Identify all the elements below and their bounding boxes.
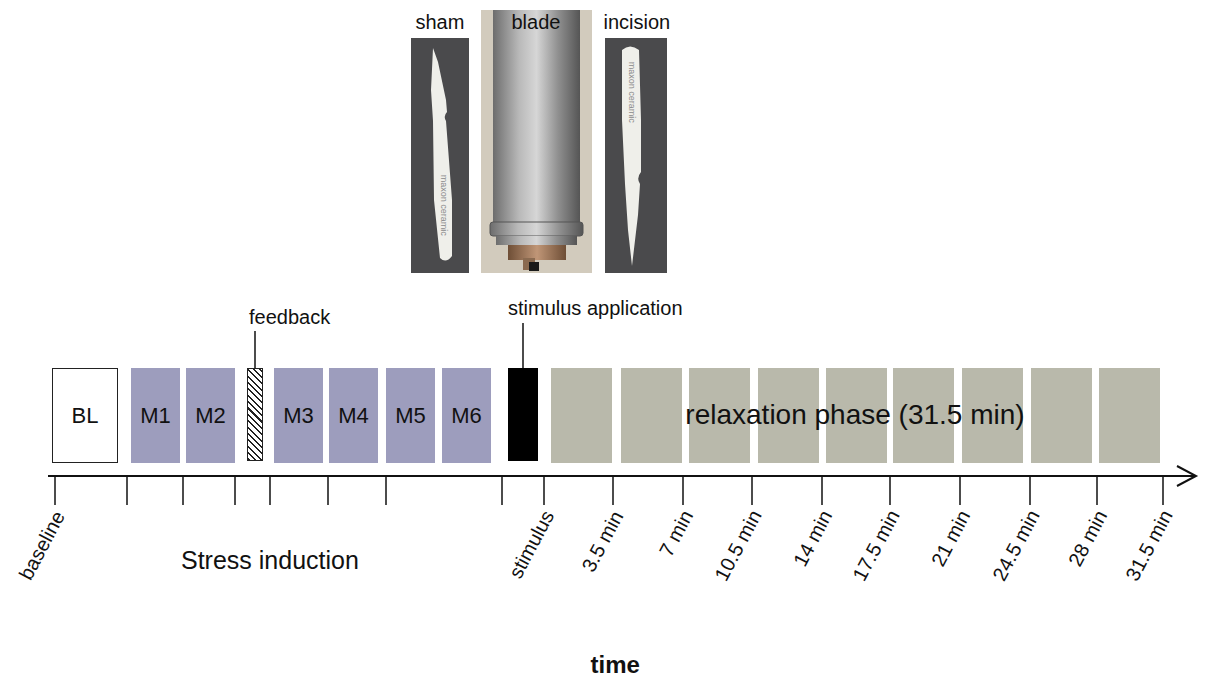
axis-tick: [959, 476, 961, 505]
axis-tick: [327, 476, 329, 505]
relaxation-block: [1031, 368, 1092, 463]
stress-block: M6: [442, 368, 491, 463]
axis-label: baseline: [15, 507, 70, 584]
axis-label: 3.5 min: [577, 507, 628, 576]
axis-label: stimulus: [505, 506, 560, 582]
phase-label: Stress induction: [181, 546, 359, 575]
box-label: M5: [395, 403, 426, 428]
sham-photo: [411, 38, 469, 273]
box-label: M4: [338, 403, 369, 428]
axis-tick: [385, 476, 387, 505]
imprint-text: maxon ceramic: [626, 62, 636, 123]
axis-tick: [543, 476, 545, 505]
axis-label: 24.5 min: [989, 507, 1045, 586]
relaxation-block: [621, 368, 682, 463]
stress-block: M5: [386, 368, 435, 463]
axis-tick: [1162, 476, 1164, 505]
axis-tick: [234, 476, 236, 505]
axis-tick: [889, 476, 891, 505]
stress-block: M3: [274, 368, 323, 463]
stress-block: M4: [329, 368, 378, 463]
axis-label: 28 min: [1064, 507, 1112, 571]
box-label: feedback: [249, 306, 330, 329]
incision-photo: [605, 38, 667, 273]
axis-label: 7 min: [655, 507, 698, 561]
axis-tick: [1029, 476, 1031, 505]
relaxation-band: relaxation phase (31.5 min): [551, 368, 1159, 463]
box-label: relaxation phase (31.5 min): [685, 399, 1024, 431]
feedback-marker: feedback: [247, 368, 263, 461]
leader-line: [254, 331, 256, 368]
axis-tick: [682, 476, 684, 505]
box-label: BL: [72, 403, 99, 428]
photo-caption: incision: [604, 11, 671, 34]
box-label: M1: [140, 403, 171, 428]
axis-label: 14 min: [789, 507, 837, 571]
relaxation-block: [1099, 368, 1160, 463]
axis-arrowhead: [1177, 466, 1196, 486]
axis-tick: [54, 476, 56, 505]
axis-tick: [182, 476, 184, 505]
axis-tick: [821, 476, 823, 505]
axis-tick: [612, 476, 614, 505]
blade-photo: [481, 10, 592, 273]
baseline-box: BL: [52, 368, 118, 463]
leader-line: [522, 323, 524, 368]
axis-label: 17.5 min: [849, 507, 905, 586]
photo-caption: sham: [416, 11, 465, 34]
box-label: M2: [195, 403, 226, 428]
stimulus-marker: stimulus application: [508, 368, 538, 461]
relaxation-block: [551, 368, 612, 463]
box-label: stimulus application: [508, 297, 683, 320]
box-label: M6: [451, 403, 482, 428]
axis-tick: [751, 476, 753, 505]
axis-title: time: [591, 651, 640, 679]
axis-tick: [1096, 476, 1098, 505]
time-axis: [48, 475, 1196, 477]
stress-block: M2: [186, 368, 235, 463]
axis-label: 10.5 min: [711, 507, 767, 586]
photo-caption: blade: [512, 11, 561, 34]
axis-label: 21 min: [927, 507, 975, 571]
axis-tick: [269, 476, 271, 505]
axis-tick: [126, 476, 128, 505]
stress-block: M1: [131, 368, 180, 463]
imprint-text: maxon ceramic: [438, 175, 448, 236]
axis-tick: [501, 476, 503, 505]
box-label: M3: [283, 403, 314, 428]
axis-label: 31.5 min: [1122, 507, 1178, 586]
